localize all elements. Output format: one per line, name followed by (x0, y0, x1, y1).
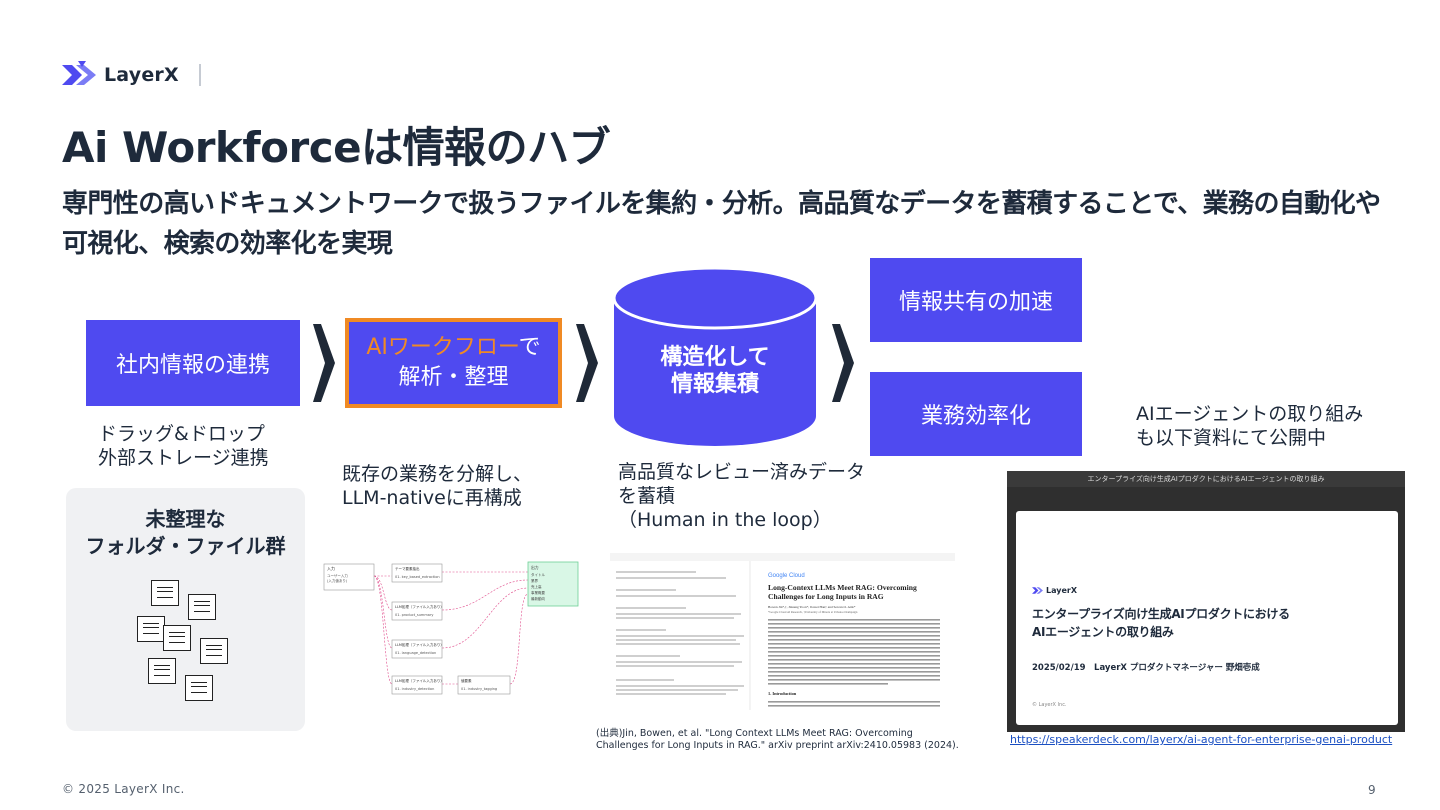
svg-text:ユーザー入力: ユーザー入力 (327, 573, 348, 578)
unorganized-files-title-line2: フォルダ・ファイル群 (85, 534, 286, 558)
database-label-line2: 情報集積 (670, 372, 759, 397)
deck-copyright: © LayerX Inc. (1032, 702, 1067, 708)
deck-logo: LayerX (1032, 586, 1077, 595)
svg-text:売上高: 売上高 (531, 584, 542, 589)
svg-text:LLM処理（ファイル入力あり）: LLM処理（ファイル入力あり） (395, 642, 444, 647)
svg-text:(入力値あり): (入力値あり) (327, 578, 348, 583)
speakerdeck-title-bar: エンタープライズ向け生成AIプロダクトにおけるAIエージェントの取り組み (1007, 471, 1405, 487)
paper-section: 1. Introduction (768, 691, 797, 696)
svg-text:01. language_detection: 01. language_detection (395, 651, 436, 655)
source-caption-line2: 外部ストレージ連携 (98, 447, 269, 469)
deck-logo-text: LayerX (1046, 586, 1078, 595)
document-icon (151, 580, 179, 606)
ai-workflow-suffix: で (518, 335, 541, 360)
source-caption-line1: ドラッグ&ドロップ (98, 423, 265, 445)
flow-box-info-sharing: 情報共有の加速 (870, 258, 1082, 342)
db-caption-line3: （Human in the loop） (618, 509, 832, 531)
document-icon (137, 616, 165, 642)
svg-text:テーマ要素抽出: テーマ要素抽出 (395, 566, 420, 571)
page-number: 9 (1368, 783, 1376, 797)
svg-text:事業概要: 事業概要 (531, 590, 545, 595)
db-caption-line2: を蓄積 (618, 485, 676, 507)
deck-date-line: 2025/02/19 LayerX プロダクトマネージャー 野畑壱成 (1032, 663, 1260, 673)
agent-note: AIエージェントの取り組み も以下資料にて公開中 (1136, 402, 1363, 450)
footer-copyright: © 2025 LayerX Inc. (62, 782, 185, 796)
ai-caption: 既存の業務を分解し、 LLM-nativeに再構成 (342, 462, 532, 510)
document-icon (185, 675, 213, 701)
flow-box-source-label: 社内情報の連携 (115, 353, 270, 378)
page-title: Ai Workforceは情報のハブ (62, 123, 611, 172)
svg-text:入力: 入力 (327, 565, 335, 571)
svg-text:LLM処理（ファイル入力あり）: LLM処理（ファイル入力あり） (395, 678, 444, 683)
database-cylinder-icon (612, 266, 818, 446)
paper-title-line2: Challenges for Long Inputs in RAG (768, 592, 884, 601)
brand-name: LayerX (104, 64, 179, 86)
unorganized-files-title-line1: 未整理な (145, 507, 226, 531)
paper-affiliation: *Google Cloud AI Research, †University o… (768, 610, 858, 615)
workflow-diagram-thumbnail: 入力 ユーザー入力 (入力値あり) テーマ要素抽出 01. key_based_… (323, 561, 579, 695)
flow-box-efficiency-label: 業務効率化 (920, 404, 1031, 429)
layerx-logo-icon (1032, 587, 1043, 594)
page-subtitle: 専門性の高いドキュメントワークで扱うファイルを集約・分析。高品質なデータを蓄積す… (62, 189, 1381, 259)
deck-title: エンタープライズ向け生成AIプロダクトにおける AIエージェントの取り組み (1032, 605, 1290, 641)
paper-authors: Bowen Jin*,†, Jinsung Yoon*, Jiawei Han†… (768, 605, 856, 610)
deck-title-line2: AIエージェントの取り組み (1032, 625, 1174, 639)
svg-text:タイトル: タイトル (531, 572, 545, 577)
brand-logo: LayerX (62, 60, 202, 90)
db-caption: 高品質なレビュー済みデータ を蓄積 （Human in the loop） (618, 460, 865, 532)
svg-text:01. key_based_extraction: 01. key_based_extraction (395, 575, 440, 579)
arrow-right-icon (576, 324, 598, 402)
paper-thumbnail: Google Cloud Long-Context LLMs Meet RAG:… (610, 553, 955, 710)
unorganized-files-title: 未整理な フォルダ・ファイル群 (66, 506, 305, 560)
document-icon (200, 638, 228, 664)
citation-note: (出典)Jin, Bowen, et al. "Long Context LLM… (596, 728, 959, 751)
flow-box-ai-workflow: AIワークフローで 解析・整理 (345, 318, 562, 408)
ai-caption-line1: 既存の業務を分解し、 (342, 463, 533, 485)
ai-workflow-highlight: AIワークフロー (366, 335, 519, 360)
source-caption: ドラッグ&ドロップ 外部ストレージ連携 (98, 422, 269, 470)
workflow-node-language: LLM処理（ファイル入力あり） 01. language_detection (391, 639, 444, 659)
database-label: 構造化して 情報集積 (612, 344, 818, 398)
svg-text:出力: 出力 (531, 565, 539, 570)
agent-note-line1: AIエージェントの取り組み (1136, 403, 1364, 425)
speakerdeck-link[interactable]: https://speakerdeck.com/layerx/ai-agent-… (1010, 733, 1393, 746)
flow-box-source: 社内情報の連携 (86, 320, 300, 406)
svg-text:最新動向: 最新動向 (531, 596, 545, 601)
arrow-right-icon (313, 324, 335, 402)
workflow-node-extraction: テーマ要素抽出 01. key_based_extraction (391, 563, 443, 583)
flow-box-info-sharing-label: 情報共有の加速 (898, 290, 1053, 315)
document-icon (188, 594, 216, 620)
workflow-node-tagging: 値要素 01. industry_tagging (457, 675, 511, 695)
database-label-line1: 構造化して (660, 345, 770, 370)
svg-text:01. industry_detection: 01. industry_detection (395, 687, 434, 691)
paper-title-line1: Long-Context LLMs Meet RAG: Overcoming (768, 583, 917, 592)
workflow-node-output: 出力 タイトル 業界 売上高 事業概要 最新動向 (527, 561, 579, 607)
svg-text:値要素: 値要素 (461, 678, 472, 683)
ai-workflow-line2: 解析・整理 (398, 365, 509, 390)
workflow-node-input: 入力 ユーザー入力 (入力値あり) (323, 563, 375, 591)
deck-title-line1: エンタープライズ向け生成AIプロダクトにおける (1032, 607, 1290, 621)
layerx-logo-icon (62, 61, 96, 85)
svg-text:01. product_summary: 01. product_summary (395, 613, 433, 617)
ai-caption-line2: LLM-nativeに再構成 (342, 487, 522, 509)
speakerdeck-slide (1016, 511, 1398, 725)
flow-box-efficiency: 業務効率化 (870, 372, 1082, 456)
workflow-node-industry: LLM処理（ファイル入力あり） 01. industry_detection (391, 675, 444, 695)
document-icon (148, 658, 176, 684)
svg-text:01. industry_tagging: 01. industry_tagging (461, 687, 497, 691)
svg-text:LLM処理（ファイル入力あり）: LLM処理（ファイル入力あり） (395, 604, 444, 609)
header-divider (199, 64, 201, 86)
svg-text:業界: 業界 (531, 578, 539, 583)
arrow-right-icon (832, 324, 854, 402)
agent-note-line2: も以下資料にて公開中 (1136, 427, 1327, 449)
paper-brand: Google Cloud (768, 573, 805, 579)
workflow-node-summary: LLM処理（ファイル入力あり） 01. product_summary (391, 601, 444, 621)
document-icon (163, 625, 191, 651)
db-caption-line1: 高品質なレビュー済みデータ (618, 461, 866, 483)
